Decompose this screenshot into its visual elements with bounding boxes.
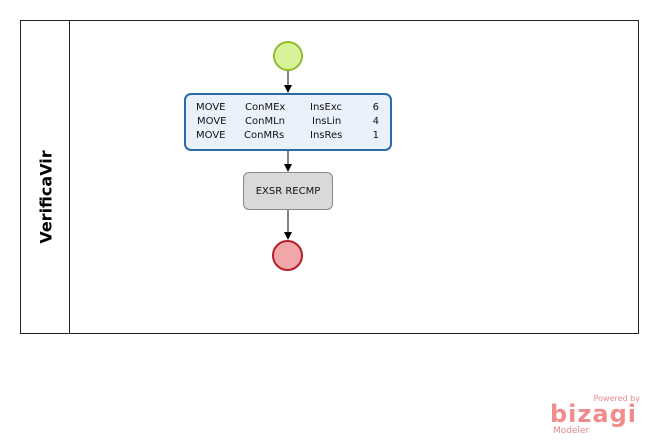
task-move-row: MOVE ConMEx InsExc 6 (186, 102, 390, 115)
task-move-row: MOVE ConMRs InsRes 1 (186, 130, 390, 143)
bizagi-logo: Powered by bizagi Modeler (550, 394, 640, 436)
pool: VerificaVir (20, 20, 639, 334)
brand-powered: Powered by (593, 394, 640, 403)
move-cmd: MOVE (197, 116, 227, 127)
move-number: 1 (372, 130, 379, 141)
task-move[interactable]: MOVE ConMEx InsExc 6 MOVE ConMLn InsLin … (184, 93, 392, 151)
move-source: ConMRs (244, 130, 285, 141)
brand-name: bizagi (550, 400, 637, 428)
move-number: 4 (372, 116, 379, 127)
move-target: InsExc (310, 102, 343, 113)
task-exsr[interactable]: EXSR RECMP (243, 172, 333, 210)
task-exsr-label: EXSR RECMP (255, 185, 321, 197)
brand-product: Modeler (553, 426, 590, 436)
move-target: InsLin (312, 116, 342, 127)
move-number: 6 (372, 102, 379, 113)
start-event[interactable] (273, 41, 303, 71)
move-target: InsRes (310, 130, 343, 141)
move-cmd: MOVE (196, 102, 226, 113)
end-event[interactable] (272, 240, 303, 271)
move-source: ConMEx (245, 102, 286, 113)
move-cmd: MOVE (196, 130, 226, 141)
move-source: ConMLn (245, 116, 285, 127)
pool-header: VerificaVir (21, 21, 70, 333)
task-move-row: MOVE ConMLn InsLin 4 (186, 116, 390, 129)
